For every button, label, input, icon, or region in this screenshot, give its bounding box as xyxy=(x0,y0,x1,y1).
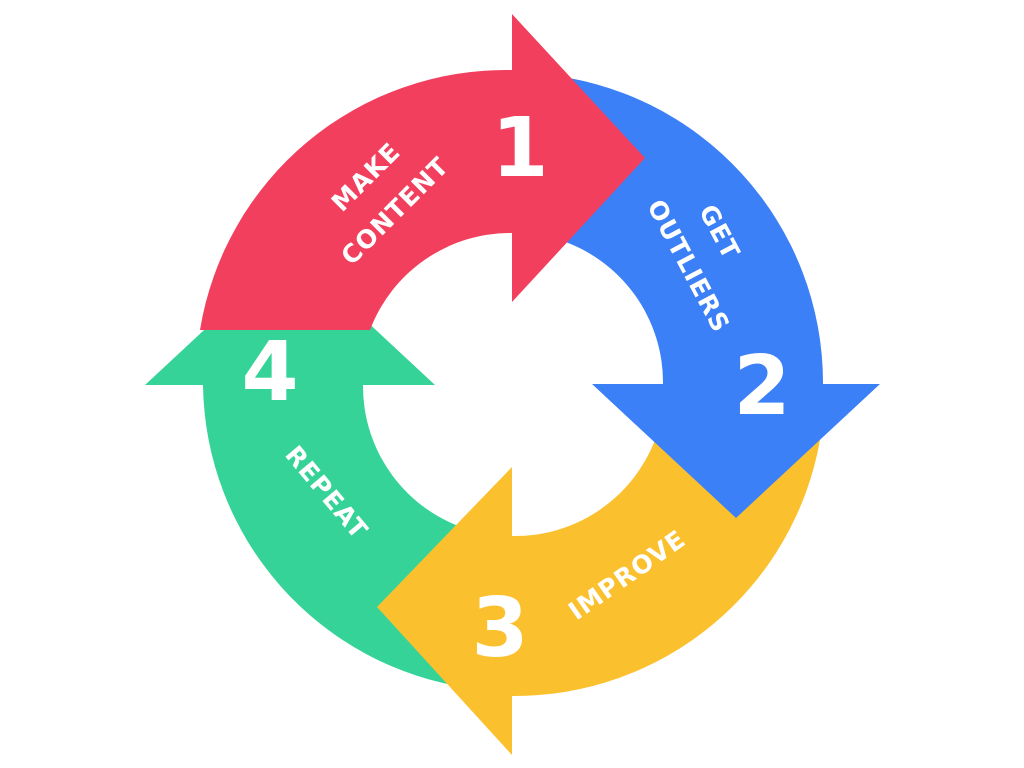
step-3-arrow xyxy=(377,440,820,755)
step-1-number: 1 xyxy=(491,101,548,196)
step-1-arrow xyxy=(200,14,645,330)
step-2-number: 2 xyxy=(733,339,790,434)
step-2-arrow xyxy=(540,74,880,518)
step-3-number: 3 xyxy=(471,581,528,676)
step-4-number: 4 xyxy=(241,325,298,420)
step-4-arrow xyxy=(145,250,470,688)
